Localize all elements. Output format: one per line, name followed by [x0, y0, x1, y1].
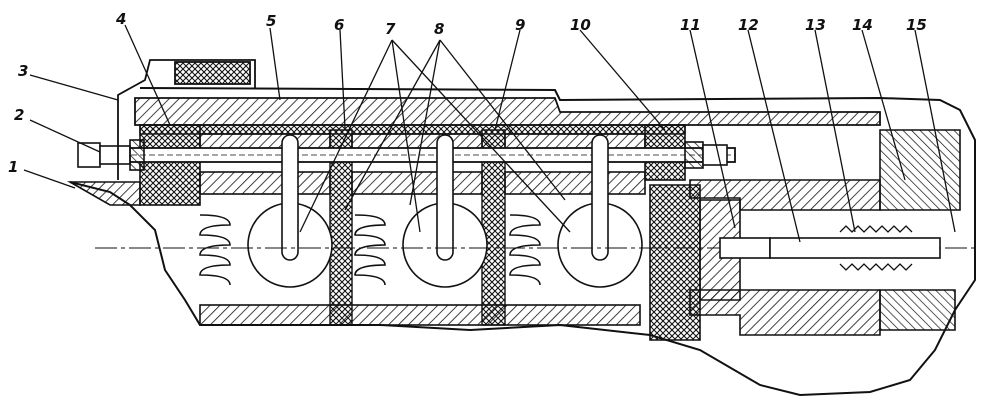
end-plate — [649, 184, 701, 341]
housing-outline — [69, 87, 976, 397]
gasket-strip — [139, 124, 686, 135]
cover-plate — [134, 97, 881, 126]
label-2: 2 — [14, 106, 24, 124]
base-plate — [67, 181, 141, 206]
left-packing-block — [139, 124, 201, 206]
cell-3 — [509, 134, 643, 288]
label-13: 13 — [805, 16, 826, 34]
label-8: 8 — [434, 20, 444, 38]
right-nut — [684, 141, 728, 169]
leader-lines — [23, 24, 956, 243]
label-15: 15 — [906, 16, 927, 34]
label-4: 4 — [115, 10, 126, 28]
cell-separators — [329, 129, 506, 326]
label-9: 9 — [515, 16, 525, 34]
label-14: 14 — [852, 16, 873, 34]
spindle — [769, 237, 941, 259]
sleeve — [689, 129, 961, 336]
label-5: 5 — [266, 12, 276, 30]
hub — [699, 199, 771, 301]
cell-1 — [199, 134, 333, 288]
cell-2 — [354, 134, 488, 288]
label-6: 6 — [334, 16, 344, 34]
label-3: 3 — [18, 62, 28, 80]
tie-rod — [94, 147, 736, 163]
bracket — [117, 59, 256, 180]
label-12: 12 — [738, 16, 759, 34]
label-7: 7 — [385, 20, 396, 38]
left-nut — [77, 139, 145, 171]
label-11: 11 — [680, 16, 701, 34]
label-10: 10 — [570, 16, 591, 34]
spring — [839, 225, 913, 271]
label-1: 1 — [8, 158, 18, 176]
reference-labels: 1 2 3 4 5 6 7 8 9 10 11 12 13 14 15 — [8, 10, 927, 176]
